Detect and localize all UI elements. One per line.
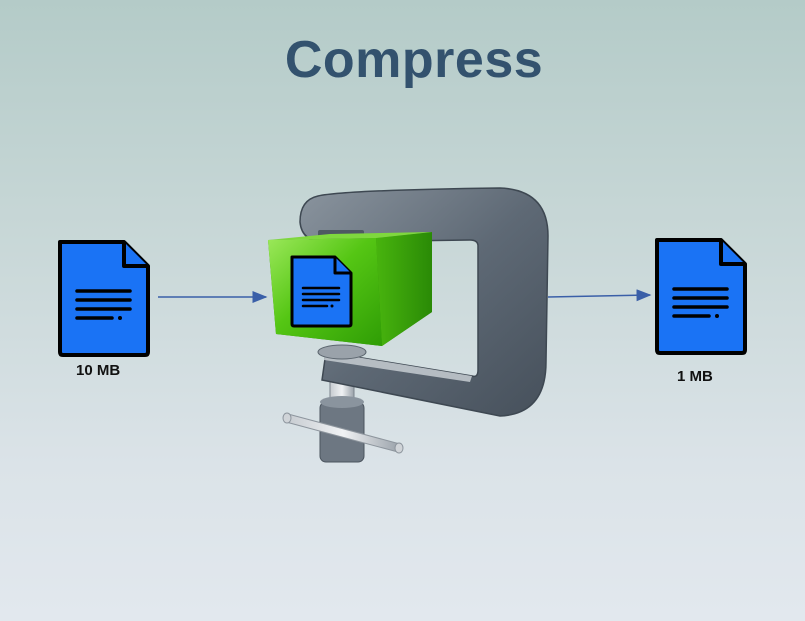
output-size-label: 1 MB (677, 368, 713, 385)
clamp-icon (282, 187, 549, 463)
page-title: Compress (284, 31, 544, 89)
input-file-icon (58, 240, 150, 357)
output-file-icon (655, 238, 747, 355)
input-size-label: 10 MB (76, 362, 121, 379)
output-arrow (547, 289, 652, 302)
compressing-file-icon (290, 255, 353, 328)
